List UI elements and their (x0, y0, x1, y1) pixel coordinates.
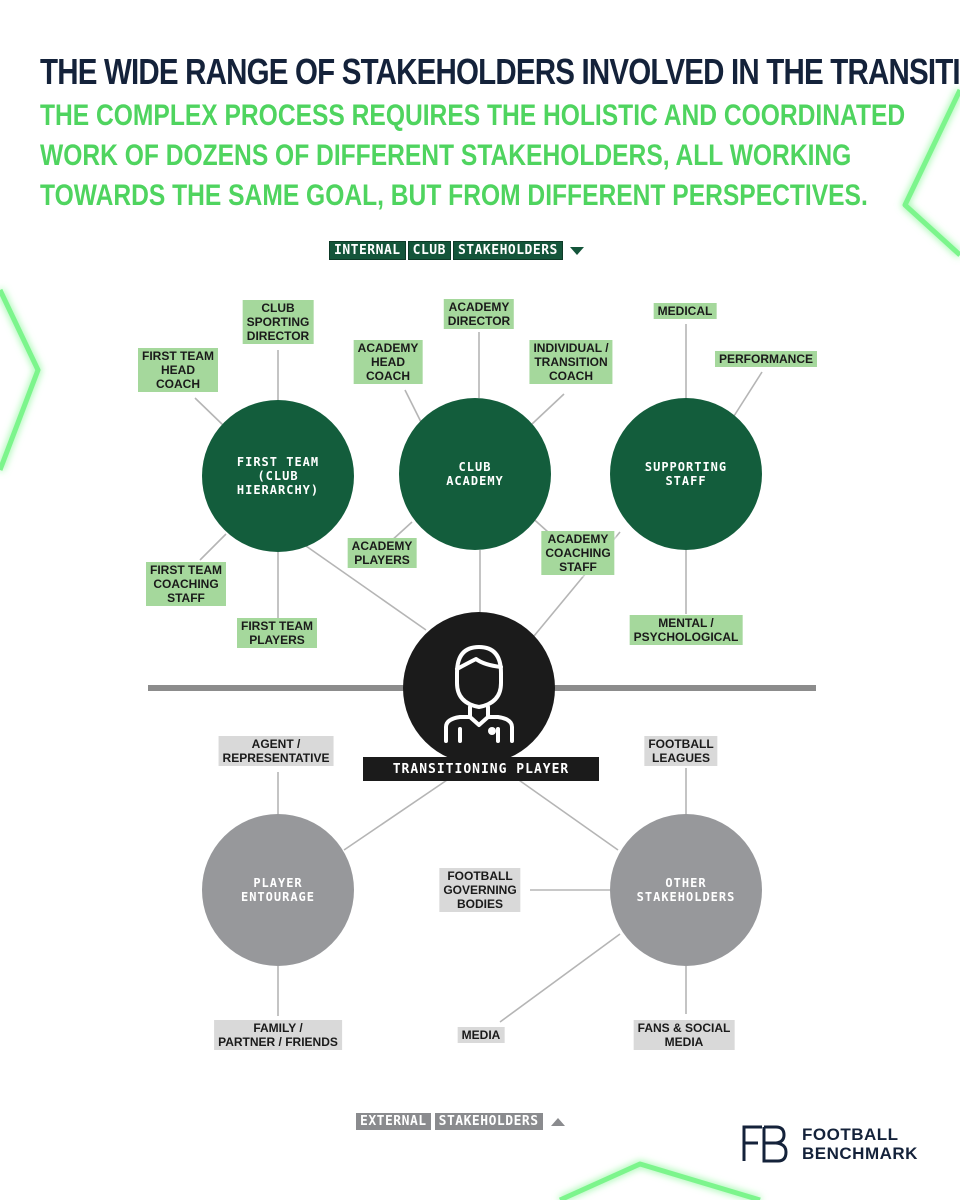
football-benchmark-logo: FOOTBALL BENCHMARK (742, 1125, 918, 1163)
hub-label: CLUB ACADEMY (446, 460, 504, 488)
page-subtitle: THE COMPLEX PROCESS REQUIRES THE HOLISTI… (40, 99, 906, 212)
label-media: MEDIA (457, 1027, 505, 1043)
label-fans-social-media: FANS & SOCIAL MEDIA (633, 1020, 735, 1050)
hub-label: PLAYER ENTOURAGE (240, 876, 316, 904)
label-mental-psychological: MENTAL / PSYCHOLOGICAL (629, 615, 743, 645)
transitioning-player-circle (403, 612, 555, 764)
label-academy-coaching-staff: ACADEMY COACHING STAFF (541, 531, 615, 575)
hub-first-team: FIRST TEAM (CLUB HIERARCHY) (202, 400, 354, 552)
label-agent-representative: AGENT / REPRESENTATIVE (218, 736, 334, 766)
internal-stakeholders-heading: INTERNAL CLUB STAKEHOLDERS (329, 241, 584, 260)
label-academy-head-coach: ACADEMY HEAD COACH (353, 340, 423, 384)
label-football-leagues: FOOTBALL LEAGUES (644, 736, 718, 766)
fb-monogram-icon (742, 1125, 788, 1163)
hub-supporting-staff: SUPPORTING STAFF (610, 398, 762, 550)
hub-label: OTHER STAKEHOLDERS (636, 876, 736, 904)
label-club-sporting-director: CLUB SPORTING DIRECTOR (242, 300, 314, 344)
label-football-governing-bodies: FOOTBALL GOVERNING BODIES (439, 868, 521, 912)
hub-label: SUPPORTING STAFF (644, 460, 728, 488)
hub-player-entourage: PLAYER ENTOURAGE (202, 814, 354, 966)
label-first-team-head-coach: FIRST TEAM HEAD COACH (138, 348, 218, 392)
hub-club-academy: CLUB ACADEMY (399, 398, 551, 550)
label-performance: PERFORMANCE (714, 351, 818, 367)
player-icon (444, 645, 514, 743)
label-academy-players: ACADEMY PLAYERS (347, 538, 417, 568)
label-family-partner-friends: FAMILY / PARTNER / FRIENDS (214, 1020, 342, 1050)
transitioning-player-label: TRANSITIONING PLAYER (363, 757, 599, 781)
label-first-team-coaching-staff: FIRST TEAM COACHING STAFF (146, 562, 226, 606)
triangle-down-icon (569, 246, 584, 255)
label-first-team-players: FIRST TEAM PLAYERS (237, 618, 317, 648)
heading-word: STAKEHOLDERS (434, 1113, 543, 1130)
external-stakeholders-heading: EXTERNAL STAKEHOLDERS (356, 1113, 565, 1130)
triangle-up-icon (550, 1117, 565, 1126)
heading-word: INTERNAL (329, 241, 406, 260)
label-individual-transition-coach: INDIVIDUAL / TRANSITION COACH (529, 340, 613, 384)
heading-word: CLUB (407, 241, 451, 260)
heading-word: EXTERNAL (356, 1113, 431, 1130)
hub-other-stakeholders: OTHER STAKEHOLDERS (610, 814, 762, 966)
hub-label: FIRST TEAM (CLUB HIERARCHY) (236, 455, 320, 497)
label-medical: MEDICAL (653, 303, 717, 319)
heading-word: STAKEHOLDERS (452, 241, 563, 260)
brand-name: FOOTBALL BENCHMARK (802, 1125, 918, 1163)
label-academy-director: ACADEMY DIRECTOR (443, 299, 515, 329)
